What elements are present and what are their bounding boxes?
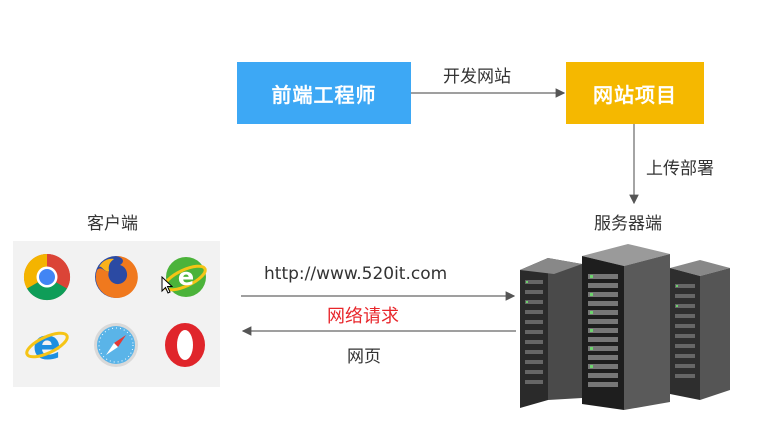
chrome-icon — [23, 253, 71, 301]
safari-icon — [94, 323, 138, 367]
client-label: 客户端 — [87, 214, 138, 234]
frontend-engineer-label: 前端工程师 — [271, 82, 377, 107]
url-label: http://www.520it.com — [264, 264, 448, 284]
server-rack-illustration — [520, 244, 730, 410]
firefox-icon — [95, 255, 138, 298]
response-label: 网页 — [347, 347, 381, 367]
ie-icon: e — [25, 321, 69, 369]
frontend-engineer-box: 前端工程师 — [237, 62, 411, 124]
svg-text:e: e — [178, 263, 194, 291]
mouse-cursor-icon — [161, 276, 173, 294]
svg-text:e: e — [33, 321, 62, 369]
deploy-label: 上传部署 — [646, 159, 714, 179]
request-label: 网络请求 — [327, 306, 399, 327]
browser-panel: e e — [13, 241, 220, 387]
website-project-label: 网站项目 — [593, 82, 677, 107]
opera-icon — [165, 323, 205, 367]
360-browser-icon: e — [163, 257, 207, 297]
website-project-box: 网站项目 — [566, 62, 704, 124]
server-label: 服务器端 — [594, 214, 662, 234]
develop-label: 开发网站 — [443, 67, 511, 87]
